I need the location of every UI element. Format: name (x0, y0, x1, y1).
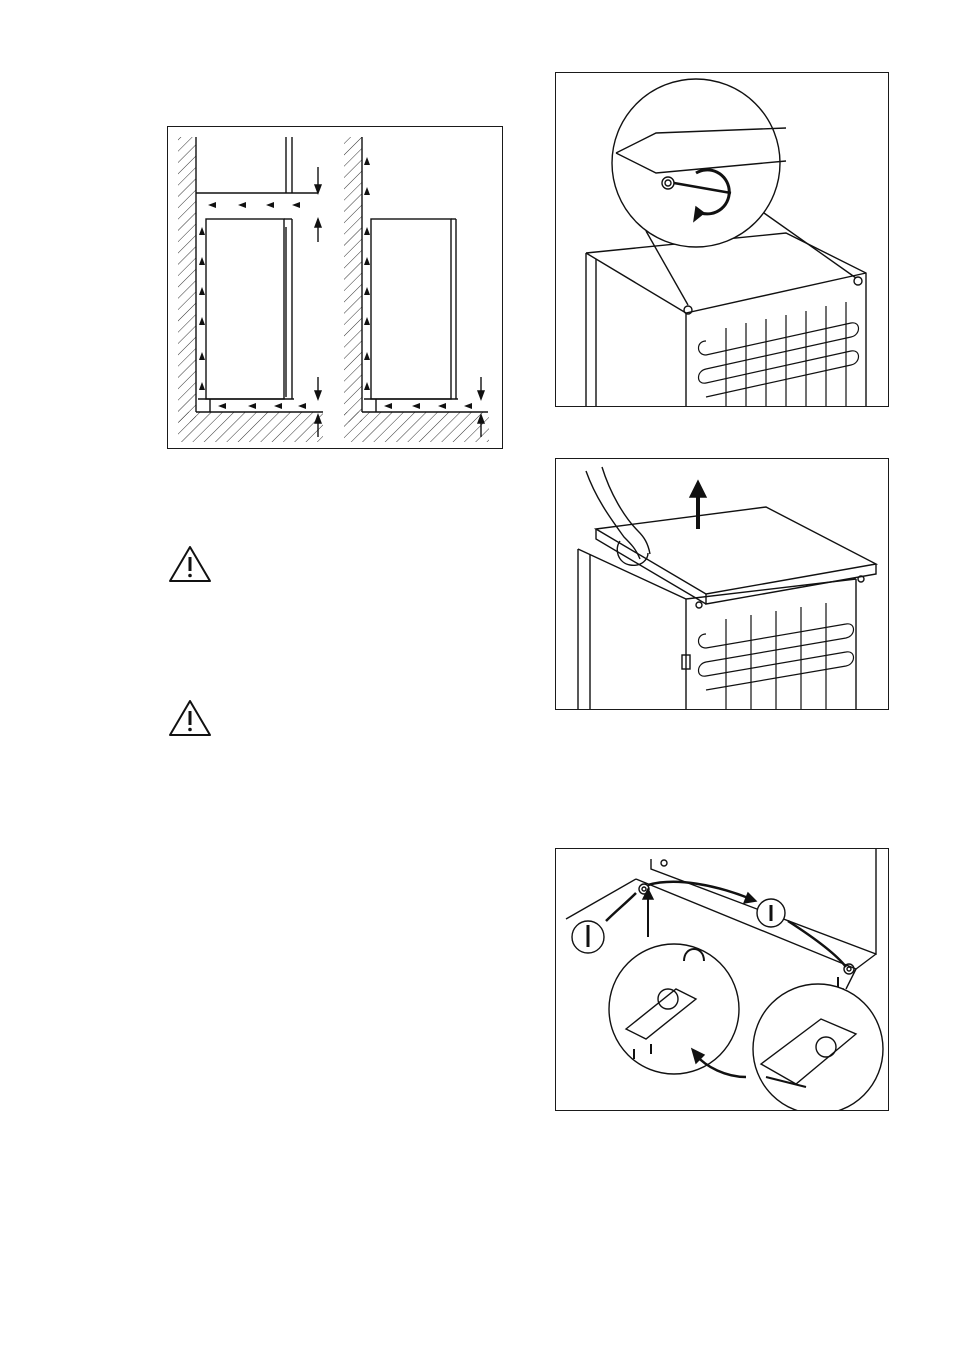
cover-screws-illustration (555, 72, 889, 407)
cover-lift-illustration (555, 458, 889, 710)
warning-triangle-icon (168, 545, 212, 583)
ventilation-diagram (167, 126, 503, 449)
warning-triangle-icon (168, 699, 212, 737)
hinge-swap-illustration (555, 848, 889, 1111)
